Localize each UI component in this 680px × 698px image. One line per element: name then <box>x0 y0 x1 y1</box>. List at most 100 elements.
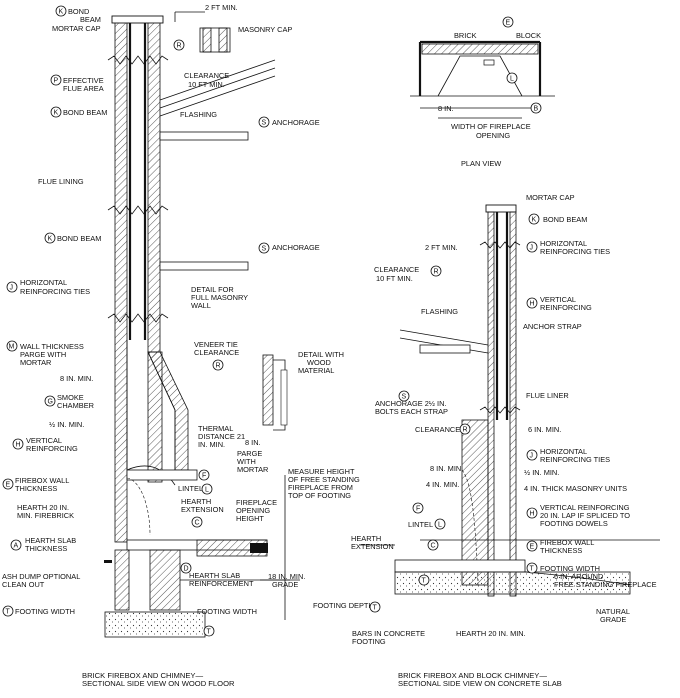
label: HORIZONTAL <box>20 278 67 287</box>
label: DETAIL WITH <box>298 350 344 359</box>
label: SMOKE <box>57 393 84 402</box>
left-caption: SECTIONAL SIDE VIEW ON WOOD FLOOR <box>82 679 235 688</box>
svg-text:A: A <box>14 543 19 550</box>
svg-text:J: J <box>10 285 14 292</box>
label: HORIZONTAL <box>540 239 587 248</box>
callout-j: J <box>526 449 538 461</box>
label: FULL MASONRY <box>191 293 248 302</box>
callout-h: H <box>12 438 24 450</box>
label: FLUE LINING <box>38 177 84 186</box>
right-chimney: MORTAR CAP BOND BEAM 2 FT MIN. HORIZONTA… <box>313 193 660 688</box>
label: FLUE LINER <box>526 391 569 400</box>
label: FOOTING DEPTH <box>313 601 374 610</box>
label: HEARTH <box>351 534 381 543</box>
label: 6 IN. AROUND <box>554 572 603 581</box>
label: CLEARANCE <box>194 348 239 357</box>
svg-text:C: C <box>195 520 200 527</box>
label: 6 IN. MIN. <box>528 425 561 434</box>
label: 4 IN. MIN. <box>426 480 459 489</box>
callout-t: T <box>418 574 430 586</box>
label: TOP OF FOOTING <box>288 491 351 500</box>
callout-k: K <box>528 213 540 225</box>
label: CLEAN OUT <box>2 580 45 589</box>
callout-c: C <box>191 516 203 528</box>
label: REINFORCEMENT <box>189 579 254 588</box>
callout-t: T <box>369 601 381 613</box>
label: BOLTS EACH STRAP <box>375 407 448 416</box>
callout-e: E <box>526 540 538 552</box>
svg-text:T: T <box>373 605 378 612</box>
label: FLUE AREA <box>63 84 104 93</box>
svg-text:T: T <box>530 566 535 573</box>
callout-h: H <box>526 297 538 309</box>
callout-t: T <box>526 562 538 574</box>
label: 8 IN. MIN. <box>430 464 463 473</box>
label: VERTICAL REINFORCING <box>540 503 630 512</box>
label: FIREBOX WALL <box>540 538 594 547</box>
label: ½ IN. MIN. <box>524 468 559 477</box>
label: LINTEL <box>408 520 433 529</box>
label: OPENING <box>476 131 510 140</box>
label: EXTENSION <box>181 505 224 514</box>
label: FIREPLACE FROM <box>288 483 353 492</box>
label: MORTAR <box>237 465 268 474</box>
label: HEARTH SLAB <box>189 571 240 580</box>
label: WALL THICKNESS <box>20 342 84 351</box>
callout-l: L <box>201 483 213 495</box>
svg-text:D: D <box>184 566 189 573</box>
label: EXTENSION <box>351 542 394 551</box>
plan-view: BRICK BLOCK 8 IN. WIDTH OF FIREPLACE OPE… <box>410 31 555 168</box>
label: OPENING <box>236 506 270 515</box>
callout-k: K <box>50 106 62 118</box>
plan-title: PLAN VIEW <box>461 159 501 168</box>
callout-b: B <box>530 102 542 114</box>
callout-k: K <box>55 5 67 17</box>
callout-k: K <box>44 232 56 244</box>
label: ANCHORAGE 2½ IN. <box>375 399 446 408</box>
label: MIN. FIREBRICK <box>17 511 74 520</box>
left-labels: BOND BEAM MORTAR CAP 2 FT MIN. MASONRY C… <box>2 3 360 688</box>
svg-text:G: G <box>48 399 53 406</box>
svg-text:K: K <box>54 110 59 117</box>
label: GRADE <box>272 580 298 589</box>
label: 18 IN. MIN. <box>268 572 305 581</box>
label: HORIZONTAL <box>540 447 587 456</box>
svg-text:C: C <box>431 543 436 550</box>
label: BEAM <box>80 15 101 24</box>
label: BOND BEAM <box>543 215 587 224</box>
label: THICKNESS <box>540 546 582 555</box>
callout-h: H <box>526 507 538 519</box>
label: BOND BEAM <box>57 234 101 243</box>
label: ½ IN. MIN. <box>49 420 84 429</box>
label: OF FREE STANDING <box>288 475 360 484</box>
label: REINFORCING TIES <box>20 287 90 296</box>
callout-c: C <box>427 539 439 551</box>
svg-text:J: J <box>530 453 534 460</box>
svg-text:B: B <box>534 106 539 113</box>
callout-e: E <box>2 478 14 490</box>
label: WIDTH OF FIREPLACE <box>451 122 531 131</box>
callout-g: G <box>44 395 56 407</box>
svg-text:S: S <box>262 120 267 127</box>
label: 10 FT MIN. <box>376 274 413 283</box>
label: ANCHOR STRAP <box>523 322 582 331</box>
label: CLEARANCE <box>374 265 419 274</box>
label: FOOTING DOWELS <box>540 519 608 528</box>
label: MASONRY CAP <box>238 25 292 34</box>
svg-text:J: J <box>530 245 534 252</box>
label: GRADE <box>600 615 626 624</box>
label: BLOCK <box>516 31 541 40</box>
svg-text:T: T <box>422 578 427 585</box>
callout-j: J <box>6 281 18 293</box>
label: HEARTH <box>181 497 211 506</box>
label: FLASHING <box>421 307 458 316</box>
svg-text:S: S <box>262 246 267 253</box>
label: MORTAR CAP <box>52 24 101 33</box>
label: WALL <box>191 301 211 310</box>
label: IN. MIN. <box>198 440 225 449</box>
callout-s: S <box>258 116 270 128</box>
label: BOND BEAM <box>63 108 107 117</box>
callout-f: F <box>412 502 424 514</box>
callout-r: R <box>430 265 442 277</box>
